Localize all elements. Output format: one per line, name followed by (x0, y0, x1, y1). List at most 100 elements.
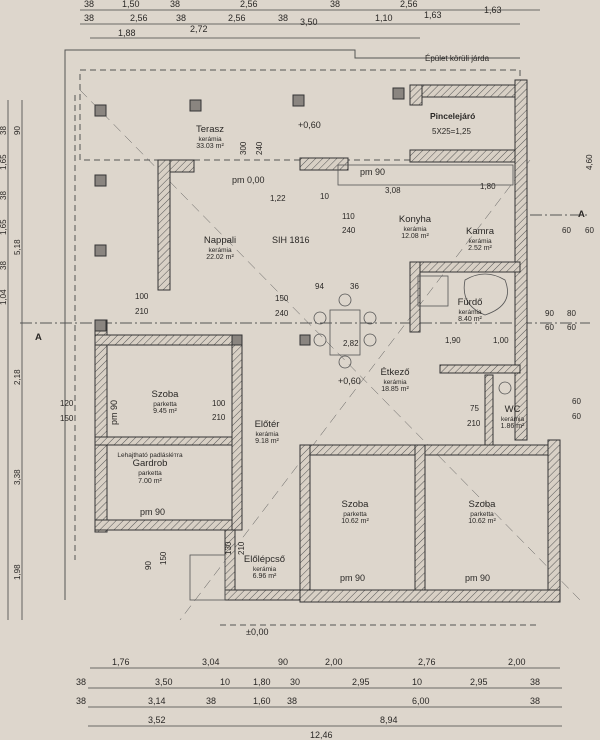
dim-left: 1,98 (13, 564, 22, 580)
padlas-note: Lehajtható padlásléтra (117, 452, 183, 459)
stairs-label: 5X25=1,25 (432, 127, 471, 136)
room-material: parketta (138, 470, 162, 478)
dim-top-1-4: 38 (330, 0, 341, 9)
dim-bottom-4: 3,52 (148, 715, 166, 725)
dim-top-2-5: 1,63 (484, 5, 502, 15)
dim-top-2-4: 38 (278, 13, 289, 23)
dim-top-3-4: 1,63 (424, 10, 442, 20)
room-kamra: Kamra kerámia 2.52 m² (455, 226, 505, 253)
dim-bottom-1: 2,00 (325, 657, 343, 667)
room-terasz: Terasz kerámia 33.03 m² (180, 124, 240, 151)
room-material: kerámia (458, 308, 482, 316)
room-eloter: Előtér kerámia 9.18 m² (242, 419, 292, 446)
dim-opening: 300 (239, 141, 248, 155)
dim-opening: 240 (255, 141, 264, 155)
dim-top-1-0: 38 (84, 0, 95, 9)
dim-bottom-2: 38 (76, 677, 87, 687)
room-nappali: Nappali kerámia 22.02 m² (190, 235, 250, 262)
dim-bottom-3: 38 (76, 696, 87, 706)
dim-opening: 1,00 (493, 336, 509, 345)
dim-opening: 94 (315, 282, 324, 291)
dimension-lines (7, 9, 562, 727)
dim-right: 60 (562, 226, 571, 235)
dim-right: 60 (572, 397, 581, 406)
room-furdo: Fürdő kerámia 8.40 m² (445, 297, 495, 324)
jarda-label: Épület körüli járda (425, 54, 490, 63)
section-marker-left: A (35, 332, 42, 343)
pm-90-top: pm 90 (360, 167, 386, 177)
dim-bottom-3: 3,14 (148, 696, 166, 706)
dim-left: 2,18 (13, 369, 22, 385)
dim-left: 90 (13, 126, 22, 135)
level-etkezo: +0,60 (338, 376, 361, 386)
dim-bottom-1: 2,00 (508, 657, 526, 667)
dim-bottom-1: 90 (278, 657, 289, 667)
room-area: 12.08 m² (401, 233, 429, 241)
dim-opening: 150 (159, 551, 168, 565)
dim-top-1-2: 38 (170, 0, 181, 9)
room-etkezo: Étkező kerámia 18.85 m² (370, 367, 420, 394)
room-szoba-3: Szoba parketta 10.62 m² (452, 499, 512, 526)
room-name: Fürdő (457, 297, 483, 308)
room-material: parketta (343, 510, 367, 518)
room-area: 2.52 m² (468, 245, 492, 253)
room-wc: WC kerámia 1.86 m² (495, 404, 530, 431)
dim-top-2-3: 2,56 (228, 13, 246, 23)
dim-opening: 2,82 (343, 339, 359, 348)
dim-right: 90 (545, 309, 554, 318)
dim-left: 38 (0, 191, 8, 200)
dim-opening: 10 (320, 192, 329, 201)
dim-total: 12,46 (310, 730, 333, 740)
dim-top-2-1: 2,56 (130, 13, 148, 23)
dim-opening: 210 (467, 419, 481, 428)
section-marker-right: A (578, 209, 585, 220)
pm-90-bedroom-2: pm 90 (340, 573, 366, 583)
dim-opening: 120 (60, 399, 74, 408)
room-material: kerámia (403, 225, 427, 233)
level-terasz: +0,60 (298, 120, 321, 130)
dim-bottom-2: 1,80 (253, 677, 271, 687)
pm-90-szoba: pm 90 (109, 399, 119, 425)
dim-bottom-1: 2,76 (418, 657, 436, 667)
room-szoba-2: Szoba parketta 10.62 m² (325, 499, 385, 526)
dim-opening: 1,22 (270, 194, 286, 203)
room-material: kerámia (198, 135, 222, 143)
dim-opening: 210 (212, 413, 226, 422)
dim-left: 1,65 (0, 154, 8, 170)
dim-bottom-1: 1,76 (112, 657, 130, 667)
dim-bottom-2: 30 (290, 677, 301, 687)
dim-opening: 75 (470, 404, 479, 413)
room-name: Gardrob (132, 458, 168, 470)
pm-0: pm 0,00 (232, 175, 265, 185)
dim-bottom-2: 10 (412, 677, 423, 687)
dim-opening: 240 (342, 226, 356, 235)
dim-top-2-0: 38 (84, 13, 95, 23)
room-name: Szoba (151, 389, 179, 400)
dim-left: 1,65 (0, 219, 8, 235)
room-material: kerámia (208, 246, 232, 254)
dim-bottom-3: 38 (530, 696, 541, 706)
dim-opening: 110 (342, 212, 355, 221)
dim-right: 60 (545, 323, 554, 332)
room-konyha: Konyha kerámia 12.08 m² (385, 214, 445, 241)
dim-left: 3,38 (13, 469, 22, 485)
room-area: 6.96 m² (252, 573, 277, 581)
room-material: kerámia (500, 415, 525, 423)
dim-top-3-2: 3,50 (300, 17, 318, 27)
room-name: Konyha (398, 214, 432, 225)
sih-label: SIH 1816 (272, 235, 310, 245)
dim-opening: 1,80 (480, 182, 496, 191)
room-name: WC (504, 404, 521, 415)
room-name: Kamra (466, 226, 494, 237)
room-area: 8.40 m² (458, 316, 482, 324)
dim-opening: 210 (237, 541, 246, 555)
dim-bottom-1: 3,04 (202, 657, 220, 667)
room-material: kerámia (468, 237, 492, 245)
room-elolepcso: Előlépcső kerámia 6.96 m² (232, 554, 297, 581)
room-area: 10.62 m² (341, 518, 369, 526)
dim-bottom-2: 38 (530, 677, 541, 687)
dim-left: 38 (0, 126, 8, 135)
dim-bottom-2: 10 (220, 677, 231, 687)
room-name: Szoba (341, 499, 369, 510)
dim-bottom-3: 6,00 (412, 696, 430, 706)
